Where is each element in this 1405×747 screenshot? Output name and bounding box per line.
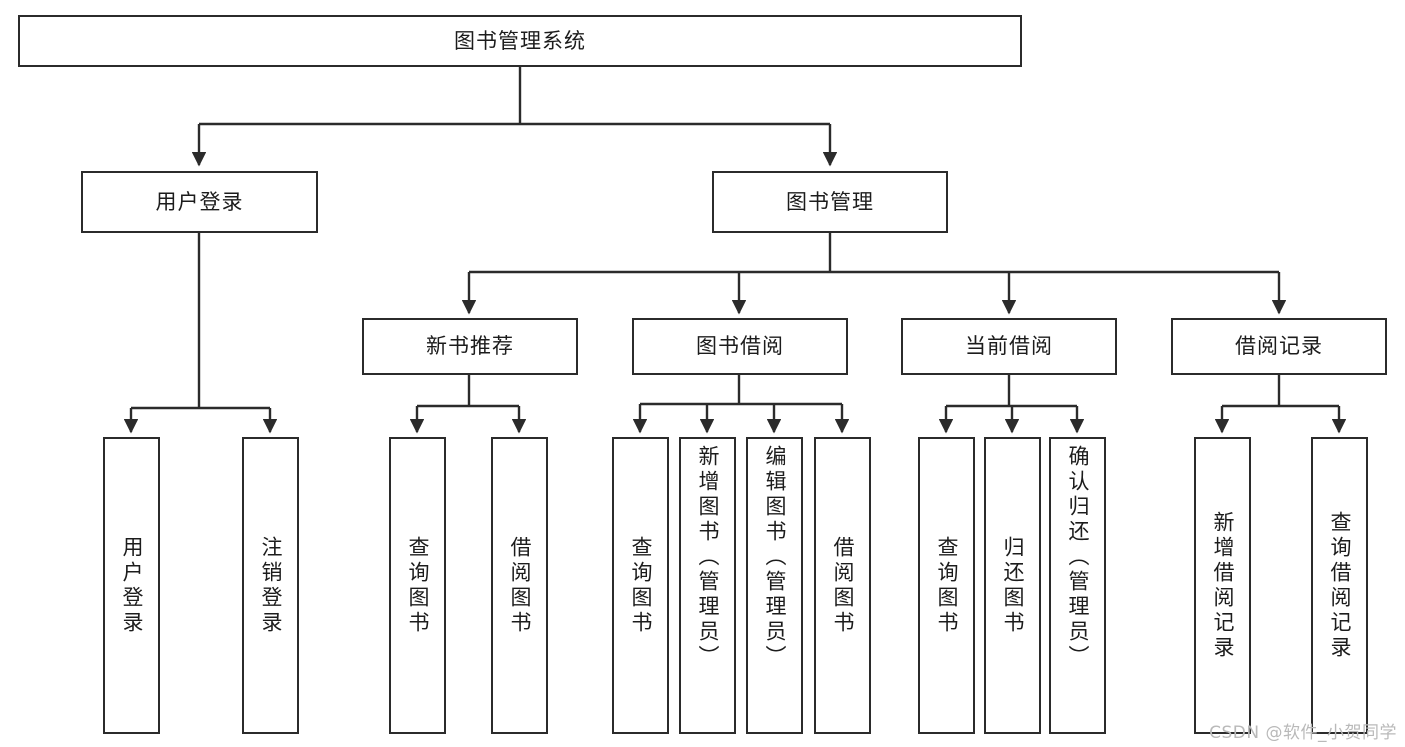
node-book-manage-label: 图书管理 [786,189,874,214]
node-new-book-rec[interactable]: 新书推荐 [362,318,578,375]
watermark-text: CSDN @软件_小贺同学 [1209,723,1397,743]
node-leaf-edit-book-label: 编辑图书（管理员） [763,445,787,670]
node-leaf-return-book-label: 归还图书 [1001,535,1025,636]
node-user-login[interactable]: 用户登录 [81,171,318,233]
node-root[interactable]: 图书管理系统 [18,15,1022,67]
node-leaf-query-book-3[interactable]: 查询图书 [918,437,975,734]
node-borrow-record-label: 借阅记录 [1235,334,1323,359]
node-leaf-add-book[interactable]: 新增图书（管理员） [679,437,736,734]
node-current-borrow[interactable]: 当前借阅 [901,318,1117,375]
node-book-manage[interactable]: 图书管理 [712,171,948,233]
node-leaf-logout[interactable]: 注销登录 [242,437,299,734]
node-leaf-add-record-label: 新增借阅记录 [1211,510,1235,661]
node-book-borrow-label: 图书借阅 [696,334,784,359]
node-leaf-borrow-book-1-label: 借阅图书 [508,535,532,636]
node-user-login-label: 用户登录 [155,189,244,214]
node-root-label: 图书管理系统 [454,28,586,53]
node-leaf-confirm-return-label: 确认归还（管理员） [1066,445,1090,670]
node-leaf-query-book-1[interactable]: 查询图书 [389,437,446,734]
node-leaf-logout-label: 注销登录 [259,535,283,636]
node-leaf-query-book-3-label: 查询图书 [935,535,959,636]
node-leaf-add-book-label: 新增图书（管理员） [696,445,720,670]
node-leaf-borrow-book-2[interactable]: 借阅图书 [814,437,871,734]
node-leaf-borrow-book-2-label: 借阅图书 [831,535,855,636]
node-leaf-edit-book[interactable]: 编辑图书（管理员） [746,437,803,734]
node-leaf-query-record-label: 查询借阅记录 [1328,510,1352,661]
node-leaf-user-login[interactable]: 用户登录 [103,437,160,734]
node-leaf-query-book-2[interactable]: 查询图书 [612,437,669,734]
node-book-borrow[interactable]: 图书借阅 [632,318,848,375]
node-new-book-rec-label: 新书推荐 [426,334,514,359]
node-leaf-user-login-label: 用户登录 [120,535,144,636]
node-borrow-record[interactable]: 借阅记录 [1171,318,1387,375]
node-leaf-query-book-1-label: 查询图书 [406,535,430,636]
node-leaf-return-book[interactable]: 归还图书 [984,437,1041,734]
node-leaf-add-record[interactable]: 新增借阅记录 [1194,437,1251,734]
node-current-borrow-label: 当前借阅 [965,334,1053,359]
node-leaf-query-record[interactable]: 查询借阅记录 [1311,437,1368,734]
node-leaf-confirm-return[interactable]: 确认归还（管理员） [1049,437,1106,734]
node-leaf-query-book-2-label: 查询图书 [629,535,653,636]
node-leaf-borrow-book-1[interactable]: 借阅图书 [491,437,548,734]
